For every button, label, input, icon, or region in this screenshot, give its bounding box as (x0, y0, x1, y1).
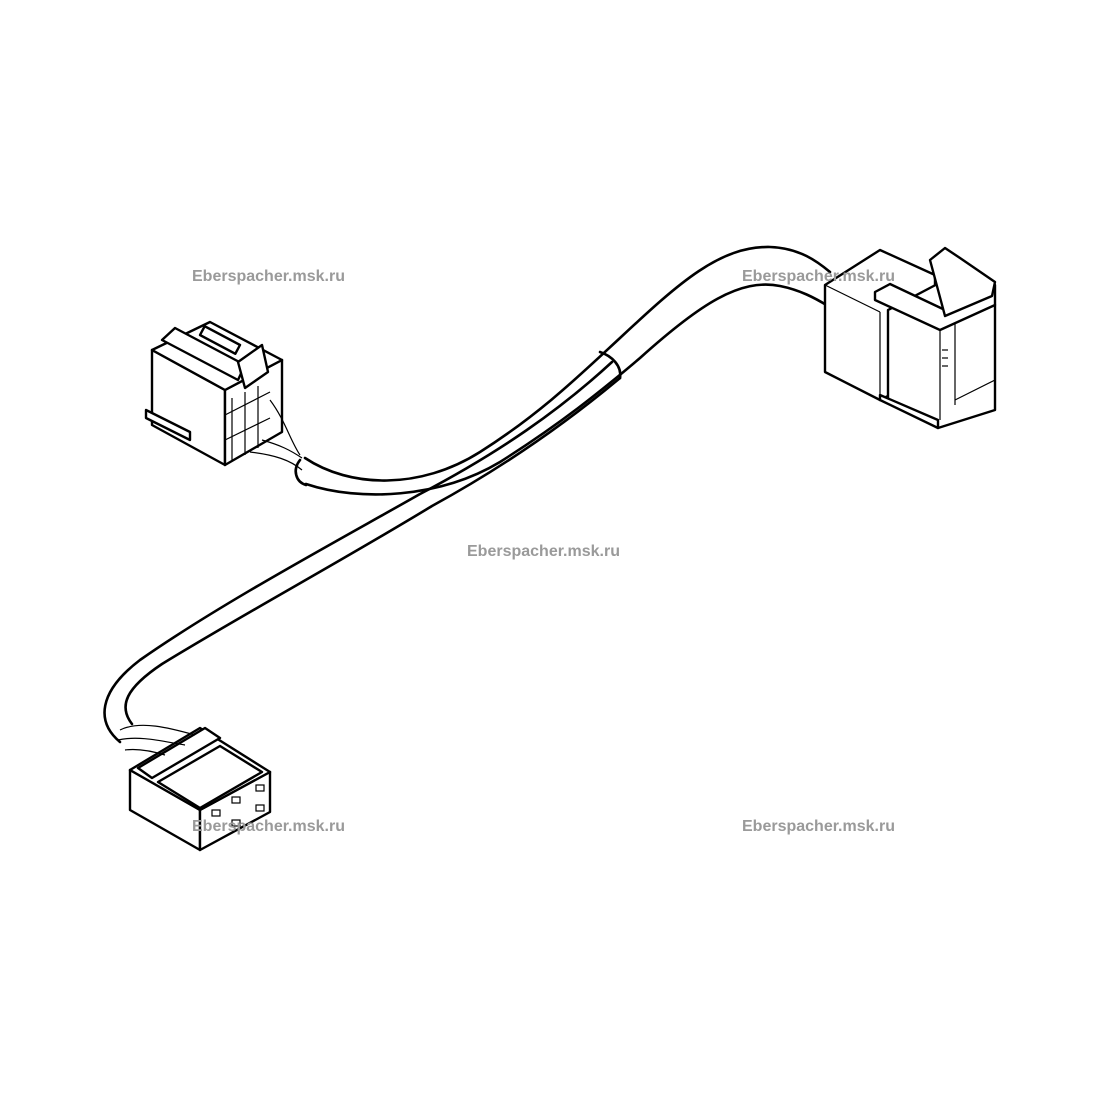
watermark: Eberspacher.msk.ru (192, 268, 345, 285)
watermark: Eberspacher.msk.ru (742, 818, 895, 835)
watermark: Eberspacher.msk.ru (467, 543, 620, 560)
watermark: Eberspacher.msk.ru (192, 818, 345, 835)
connector-bottom (117, 724, 272, 852)
cable-upper (294, 245, 832, 496)
cable-lower (103, 360, 622, 744)
watermark: Eberspacher.msk.ru (742, 268, 895, 285)
connector-left (144, 320, 303, 471)
connector-right (823, 246, 997, 430)
